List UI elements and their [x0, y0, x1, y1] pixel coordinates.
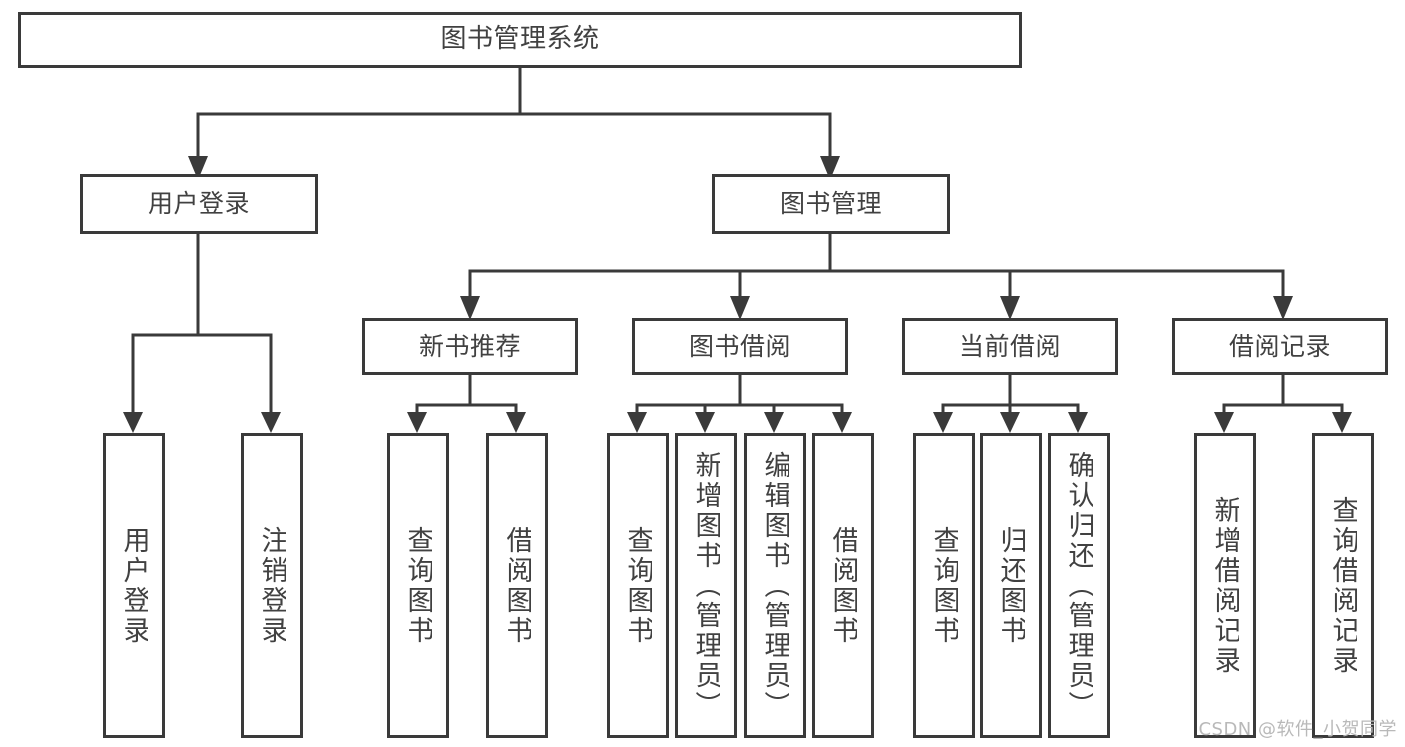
leaf-logout[interactable]: 注销登录 [241, 433, 303, 738]
leaf-query-book-borrow[interactable]: 查询图书 [607, 433, 669, 738]
leaf-query-borrow-record[interactable]: 查询借阅记录 [1312, 433, 1374, 738]
node-borrow-record[interactable]: 借阅记录 [1172, 318, 1388, 375]
node-label: 借阅图书 [829, 525, 857, 646]
node-new-book-recommend[interactable]: 新书推荐 [362, 318, 578, 375]
leaf-query-book-recommend[interactable]: 查询图书 [387, 433, 449, 738]
node-label: 查询借阅记录 [1329, 495, 1357, 676]
node-label: 新书推荐 [418, 331, 521, 361]
leaf-borrow-book[interactable]: 借阅图书 [812, 433, 874, 738]
node-label: 用户登录 [120, 525, 148, 646]
node-user-login[interactable]: 用户登录 [80, 174, 318, 234]
node-label: 确认归还（管理员） [1065, 450, 1093, 721]
node-root-book-management-system[interactable]: 图书管理系统 [18, 12, 1022, 68]
leaf-user-login[interactable]: 用户登录 [103, 433, 165, 738]
node-label: 借阅图书 [503, 525, 531, 646]
leaf-add-book-admin[interactable]: 新增图书（管理员） [675, 433, 737, 738]
node-label: 新增借阅记录 [1211, 495, 1239, 676]
node-label: 查询图书 [930, 525, 958, 646]
node-label: 查询图书 [404, 525, 432, 646]
node-label: 用户登录 [147, 189, 250, 218]
node-label: 归还图书 [997, 525, 1025, 646]
leaf-confirm-return-admin[interactable]: 确认归还（管理员） [1048, 433, 1110, 738]
node-label: 编辑图书（管理员） [761, 450, 789, 721]
node-label: 图书借阅 [688, 331, 791, 361]
node-book-management[interactable]: 图书管理 [712, 174, 950, 234]
leaf-return-book[interactable]: 归还图书 [980, 433, 1042, 738]
node-label: 新增图书（管理员） [692, 450, 720, 721]
leaf-add-borrow-record[interactable]: 新增借阅记录 [1194, 433, 1256, 738]
node-label: 注销登录 [258, 525, 286, 646]
leaf-borrow-book-recommend[interactable]: 借阅图书 [486, 433, 548, 738]
node-label: 图书管理系统 [440, 24, 600, 55]
node-label: 借阅记录 [1228, 331, 1331, 361]
leaf-query-book-current[interactable]: 查询图书 [913, 433, 975, 738]
node-label: 当前借阅 [958, 331, 1061, 361]
node-book-borrow[interactable]: 图书借阅 [632, 318, 848, 375]
node-current-borrow[interactable]: 当前借阅 [902, 318, 1118, 375]
leaf-edit-book-admin[interactable]: 编辑图书（管理员） [744, 433, 806, 738]
watermark-text: CSDN @软件_小贺同学 [1198, 719, 1397, 740]
node-label: 查询图书 [624, 525, 652, 646]
node-label: 图书管理 [779, 189, 882, 218]
